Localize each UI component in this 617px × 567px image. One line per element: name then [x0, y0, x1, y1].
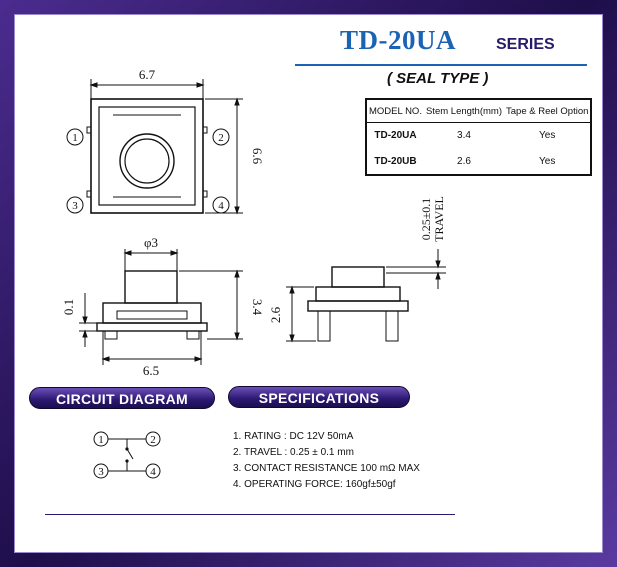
side-pin	[385, 310, 399, 342]
top-height-label: 6.6	[250, 148, 265, 165]
pin-marker	[212, 196, 230, 214]
switch-inner-body	[98, 106, 196, 206]
seal-type-subtitle: ( SEAL TYPE )	[387, 70, 489, 87]
stem-outer-circle	[119, 133, 175, 189]
spec-item: 1. RATING : DC 12V 50mA	[233, 431, 354, 442]
header-model-no: MODEL NO.	[366, 99, 424, 123]
spec-item: 2. TRAVEL : 0.25 ± 0.1 mm	[233, 447, 354, 458]
table-row: TD-20UB 2.6 Yes	[366, 148, 591, 175]
side-pin	[317, 310, 331, 342]
top-width-label: 6.7	[139, 67, 156, 82]
arrow-icon	[89, 82, 98, 88]
header-tape-reel: Tape & Reel Option	[504, 99, 592, 123]
model-cell: TD-20UA	[374, 130, 417, 142]
circuit-diagram: 1 2 3 4	[93, 431, 161, 479]
table-row: TD-20UA 3.4 Yes	[366, 123, 591, 149]
arrow-icon	[435, 271, 441, 280]
circuit-pin-4: 4	[150, 466, 156, 478]
contact-dot	[125, 459, 129, 463]
base-height-label: 0.1	[61, 299, 76, 315]
contact-dot	[125, 447, 129, 451]
arrow-icon	[234, 97, 240, 106]
circuit-diagram-heading: CIRCUIT DIAGRAM	[29, 387, 215, 409]
side-height-label: 3.4	[250, 299, 265, 316]
travel-label: TRAVEL	[432, 196, 446, 242]
travel-value-label: 0.25±0.1	[419, 198, 433, 241]
pin-marker	[66, 128, 84, 146]
arrow-icon	[101, 356, 110, 362]
stem-cell: 2.6	[457, 155, 471, 167]
title-underline	[295, 64, 587, 66]
product-title: TD-20UA	[340, 25, 456, 55]
pin-tab	[202, 190, 208, 198]
base-width-label: 6.5	[143, 363, 159, 378]
pin-tab	[202, 126, 208, 134]
specifications-heading: SPECIFICATIONS	[228, 386, 410, 408]
stem-diameter-label: φ3	[144, 235, 158, 250]
spec-item: 3. CONTACT RESISTANCE 100 mΩ MAX	[233, 463, 420, 474]
stem-cell: 3.4	[457, 130, 471, 142]
pin-4-label: 4	[218, 200, 224, 212]
arrow-icon	[289, 285, 295, 294]
pin-3-label: 3	[72, 200, 78, 212]
side-base	[96, 322, 208, 332]
model-cell: TD-20UB	[374, 155, 417, 167]
side-view-b-drawing: 2.6 0.25±0.1 TRAVEL	[268, 196, 446, 343]
side-pin	[186, 330, 200, 340]
arrow-icon	[289, 334, 295, 343]
arrow-icon	[170, 250, 179, 256]
circuit-pin-1: 1	[98, 434, 104, 446]
spec-item: 4. OPERATING FORCE: 160gf±50gf	[233, 479, 396, 490]
series-label: SERIES	[496, 36, 555, 53]
side-body	[315, 286, 401, 302]
switch-body	[90, 98, 204, 214]
pin-tab	[86, 190, 92, 198]
arrow-icon	[82, 316, 88, 325]
arrow-icon	[435, 260, 441, 269]
circuit-pin-3: 3	[98, 466, 104, 478]
model-table: MODEL NO. Stem Length(mm) Tape & Reel Op…	[365, 98, 593, 176]
pin-tab	[86, 126, 92, 134]
bottom-divider	[45, 514, 455, 515]
switch-contact	[126, 448, 134, 460]
stem-inner-circle	[124, 138, 170, 184]
arrow-icon	[234, 332, 240, 341]
specifications-list: 1. RATING : DC 12V 50mA 2. TRAVEL : 0.25…	[233, 429, 420, 493]
reel-cell: Yes	[539, 155, 556, 167]
side-body	[102, 302, 202, 324]
arrow-icon	[234, 206, 240, 215]
circuit-pin-2: 2	[150, 434, 156, 446]
side-base	[307, 300, 409, 312]
side-body-inner	[116, 310, 188, 320]
reel-cell: Yes	[539, 130, 556, 142]
pin-marker	[212, 128, 230, 146]
arrow-icon	[82, 329, 88, 338]
datasheet: TD-20UA SERIES ( SEAL TYPE ) MODEL NO. S…	[14, 14, 603, 553]
side-pin	[104, 330, 118, 340]
arrow-icon	[196, 82, 205, 88]
pin-marker	[66, 196, 84, 214]
model-table-header: MODEL NO. Stem Length(mm) Tape & Reel Op…	[366, 99, 592, 123]
top-view-drawing: 6.7 6.6 1 2 3 4	[66, 67, 265, 215]
arrow-icon	[194, 356, 203, 362]
side-view-a-drawing: φ3 0.1 3.4 6.5	[61, 235, 265, 378]
stem	[331, 266, 385, 288]
side-b-height-label: 2.6	[268, 306, 283, 323]
arrow-icon	[234, 269, 240, 278]
header-stem-length: Stem Length(mm)	[423, 99, 504, 123]
pin-1-label: 1	[72, 132, 78, 144]
arrow-icon	[123, 250, 132, 256]
stem	[124, 270, 178, 304]
pin-2-label: 2	[218, 132, 224, 144]
